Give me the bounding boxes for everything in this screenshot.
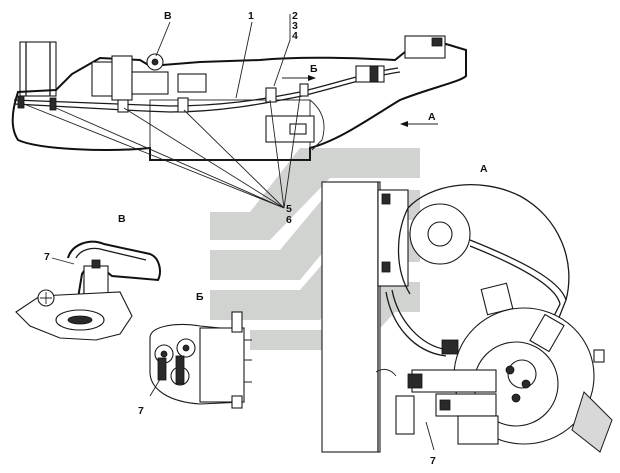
hose-b-1	[157, 357, 167, 381]
leader-v	[155, 21, 171, 57]
heater-cap	[111, 55, 133, 101]
label-view-a-title: А	[480, 163, 488, 175]
leader-2-3-4	[273, 14, 291, 87]
label-part-1: 1	[248, 10, 254, 22]
label-part-7-view-v: 7	[44, 251, 50, 263]
clamp-2	[49, 97, 57, 111]
label-part-7-view-a: 7	[430, 455, 436, 467]
label-part-3: 3	[292, 20, 298, 32]
sensor-a	[593, 349, 605, 363]
right-bracket-nut	[431, 37, 443, 47]
label-part-4: 4	[292, 30, 298, 42]
general-view	[11, 14, 467, 209]
line-a-1	[469, 239, 567, 321]
label-part-7-view-b: 7	[138, 405, 144, 417]
pump-housing-b	[199, 327, 245, 403]
bracket-a	[571, 391, 613, 453]
valve-assembly-a	[411, 369, 497, 393]
tank-outline	[11, 42, 467, 161]
pump-block	[177, 73, 207, 93]
label-view-v-callout: В	[164, 10, 172, 22]
label-part-2: 2	[292, 10, 298, 22]
leader-5-6	[23, 95, 301, 209]
label-view-v-title: В	[118, 213, 126, 225]
hose-b-2	[175, 355, 185, 385]
valve-body-v	[83, 265, 109, 295]
leader-1	[235, 21, 253, 99]
hose-v	[67, 240, 161, 299]
connector-a	[529, 313, 565, 353]
tank-arc	[407, 184, 570, 301]
clamp-4	[177, 97, 189, 113]
bolt-b-bottom	[231, 395, 243, 409]
line-a-2	[391, 289, 449, 351]
label-part-5: 5	[286, 203, 292, 215]
detail-view-v	[15, 240, 161, 341]
fuel-line-1	[13, 67, 399, 107]
label-part-6: 6	[286, 214, 292, 226]
leader-7-a	[425, 421, 435, 451]
label-view-b-arrow: Б	[310, 63, 318, 75]
clamp-1	[17, 95, 25, 109]
heater-tube	[131, 71, 169, 95]
detail-view-a	[321, 181, 613, 453]
clamp-5	[265, 87, 277, 103]
fuel-line-2	[13, 71, 401, 113]
leader-7-b	[149, 375, 163, 397]
label-view-b-title: Б	[196, 291, 204, 303]
pipe-a	[395, 395, 415, 435]
bolt-b-top	[231, 311, 243, 333]
frame-rail	[321, 181, 381, 453]
detail-view-b	[149, 311, 252, 409]
clamp-3	[117, 99, 129, 113]
label-view-a-arrow: А	[428, 111, 436, 123]
leader-7-v	[51, 257, 75, 265]
clip-a	[441, 339, 459, 355]
return-line	[309, 99, 325, 151]
clamp-6	[299, 83, 309, 97]
